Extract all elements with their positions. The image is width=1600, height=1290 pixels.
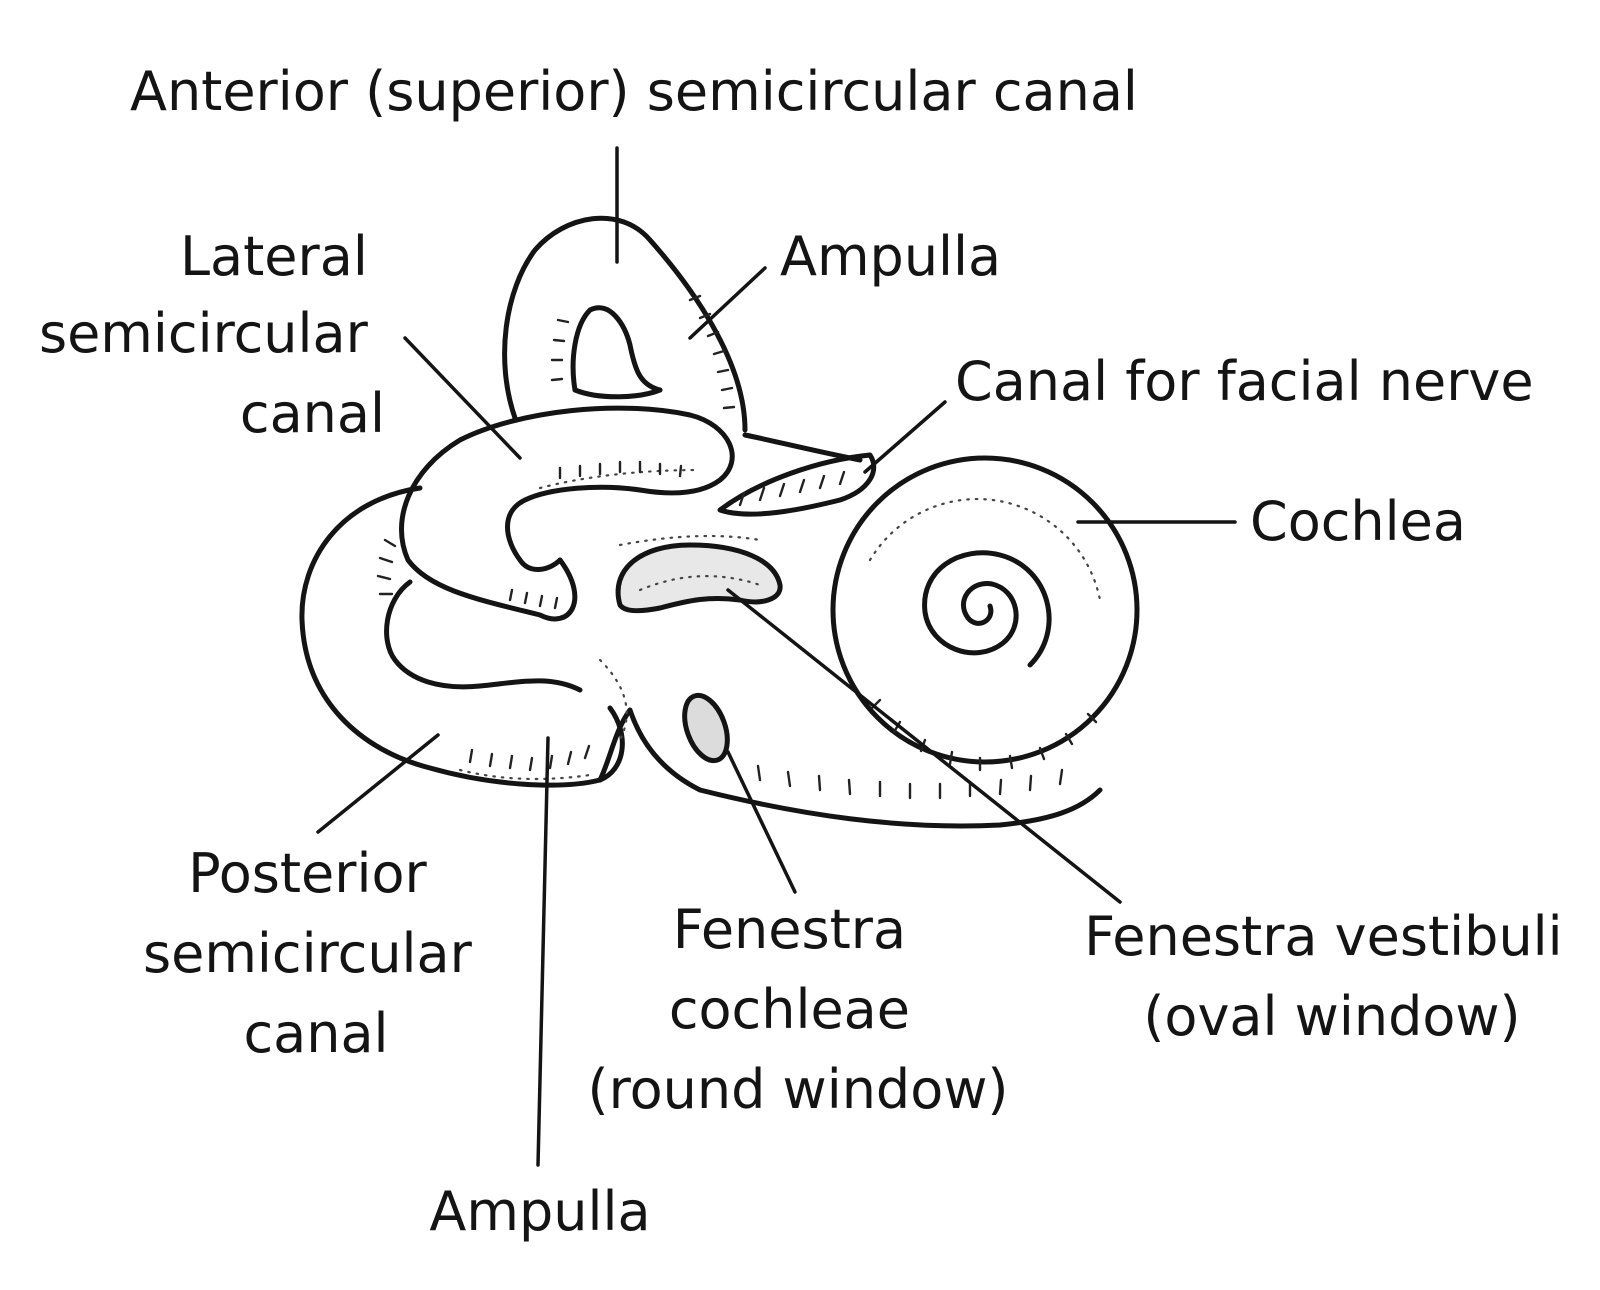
posterior-canal-inner	[384, 579, 583, 693]
cochlea-spiral	[922, 550, 1052, 668]
leader-facial-nerve	[863, 400, 947, 474]
leader-posterior-canal	[316, 733, 440, 834]
vestibule-outline	[597, 707, 1103, 829]
leader-round-window	[726, 750, 797, 894]
anterior-canal-inner	[570, 305, 663, 393]
leader-lines	[316, 146, 1237, 1167]
leader-ampulla-top	[688, 266, 767, 340]
bony-labyrinth-drawing	[299, 215, 1140, 829]
label-ampulla-bottom: Ampulla	[429, 1180, 650, 1243]
facial-nerve-canal	[717, 452, 877, 517]
leader-oval-window	[726, 588, 1122, 904]
label-posterior-canal: Posterior semicircular canal	[143, 842, 489, 1065]
label-anterior-canal: Anterior (superior) semicircular canal	[130, 60, 1138, 123]
lateral-canal-outline	[399, 405, 735, 622]
labels: Anterior (superior) semicircular canal L…	[39, 60, 1580, 1243]
label-fenestra-vestibuli: Fenestra vestibuli (oval window)	[1084, 905, 1580, 1048]
oval-window	[615, 542, 783, 614]
leader-ampulla-bottom	[536, 736, 550, 1167]
posterior-canal-outline	[299, 485, 625, 788]
lateral-canal-inner	[505, 484, 643, 572]
leader-lateral-canal	[403, 336, 522, 460]
label-cochlea: Cochlea	[1250, 490, 1466, 553]
round-window	[682, 692, 730, 764]
label-fenestra-cochleae: Fenestra cochleae (round window)	[588, 898, 1009, 1121]
cochlea-outline	[830, 455, 1140, 765]
label-lateral-canal: Lateral semicircular canal	[39, 225, 385, 445]
label-ampulla-top: Ampulla	[780, 225, 1001, 288]
label-facial-nerve-canal: Canal for facial nerve	[955, 350, 1534, 413]
